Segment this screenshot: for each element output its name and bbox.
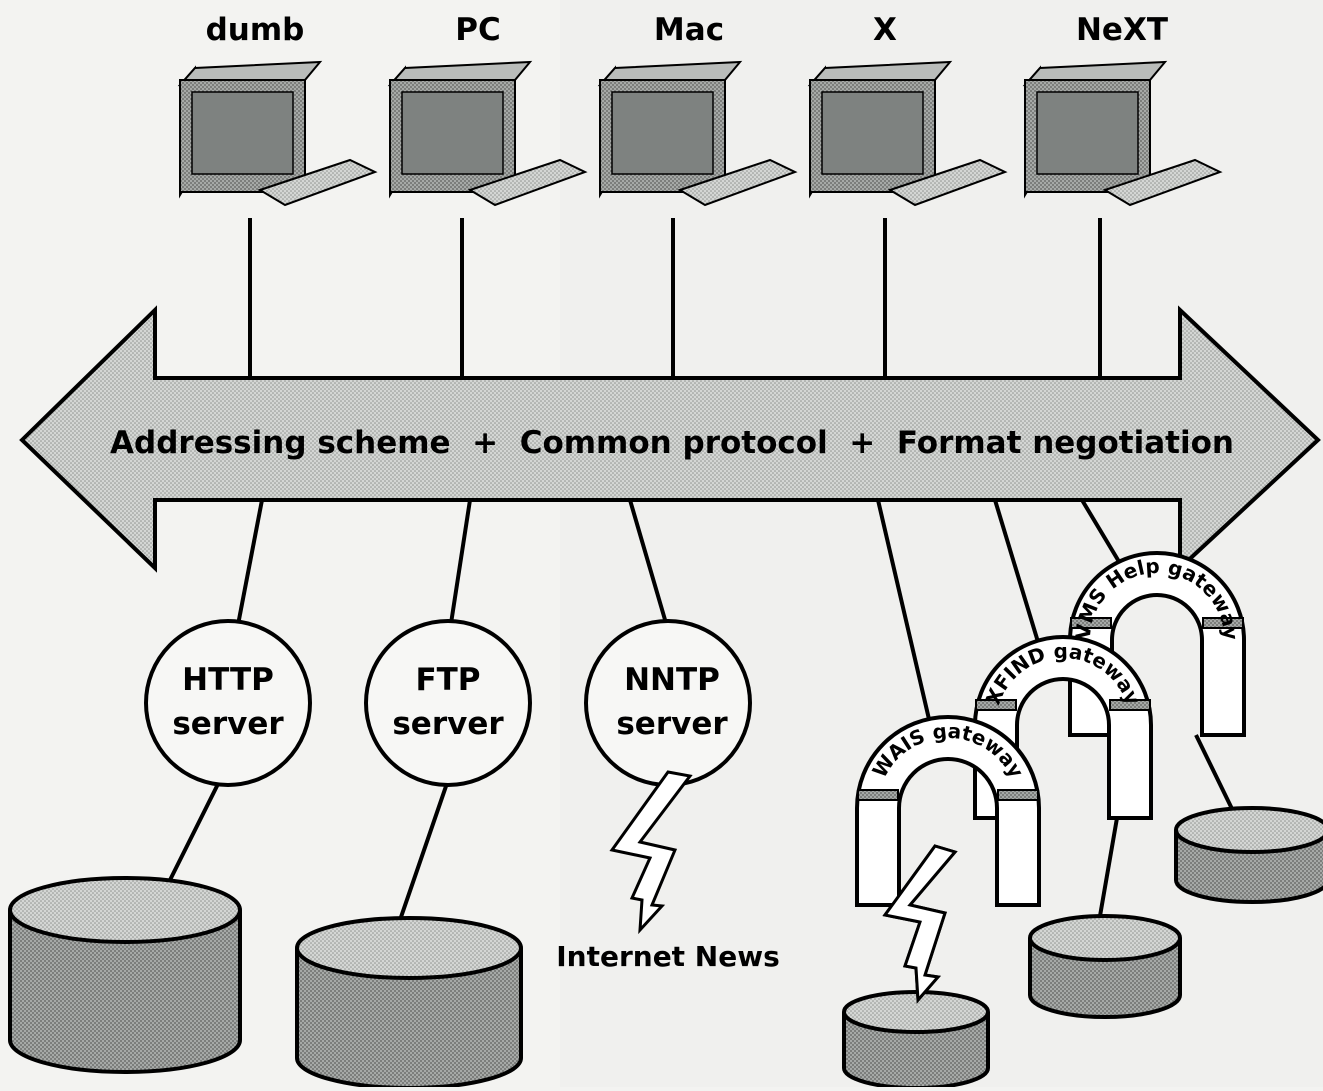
computer-pc-icon bbox=[387, 60, 588, 207]
http-database-cylinder bbox=[8, 876, 242, 1074]
nntp-server-label-line2: server bbox=[616, 706, 728, 742]
wais-lightning-foreground-icon bbox=[882, 844, 958, 1004]
server-connectors bbox=[235, 498, 1132, 746]
xfind-db-connector bbox=[1098, 817, 1119, 917]
databases bbox=[8, 806, 1323, 1090]
client-connectors bbox=[248, 218, 1102, 378]
http-server-label-line2: server bbox=[172, 706, 284, 742]
ftp-server-label-line1: FTP bbox=[415, 662, 480, 698]
client-label-mac: Mac bbox=[654, 12, 724, 48]
connector-nntp bbox=[628, 499, 670, 631]
connector-http bbox=[235, 499, 264, 631]
client-labels: dumb PC Mac X NeXT bbox=[206, 12, 1168, 48]
internet-news-label: Internet News bbox=[556, 940, 780, 973]
connector-wais bbox=[876, 499, 937, 746]
ftp-database-cylinder bbox=[295, 916, 523, 1090]
http-server-label-line1: HTTP bbox=[182, 662, 274, 698]
ftp-server-label-line2: server bbox=[392, 706, 504, 742]
client-label-pc: PC bbox=[455, 12, 500, 48]
http-server-circle bbox=[144, 619, 312, 787]
client-label-next: NeXT bbox=[1076, 12, 1168, 48]
client-label-x: X bbox=[873, 12, 897, 48]
server-circles bbox=[144, 619, 752, 787]
client-label-dumb: dumb bbox=[206, 12, 305, 48]
wais-database-cylinder bbox=[842, 990, 990, 1090]
vms-database-cylinder bbox=[1174, 806, 1323, 904]
computer-x-icon bbox=[807, 60, 1008, 207]
computer-dumb-icon bbox=[177, 60, 378, 207]
protocol-bus-arrow: Addressing scheme + Common protocol + Fo… bbox=[19, 305, 1321, 573]
nntp-server-circle bbox=[584, 619, 752, 787]
computer-mac-icon bbox=[597, 60, 798, 207]
nntp-lightning-icon bbox=[609, 770, 693, 935]
server-labels: HTTP server FTP server NNTP server bbox=[172, 662, 728, 742]
nntp-server-label-line1: NNTP bbox=[624, 662, 720, 698]
connector-xfind bbox=[993, 499, 1047, 666]
computers bbox=[177, 60, 1223, 207]
ftp-server-circle bbox=[364, 619, 532, 787]
xfind-database-cylinder bbox=[1028, 914, 1182, 1019]
bus-label: Addressing scheme + Common protocol + Fo… bbox=[110, 425, 1234, 461]
computer-next-icon bbox=[1022, 60, 1223, 207]
connector-ftp bbox=[448, 499, 472, 631]
